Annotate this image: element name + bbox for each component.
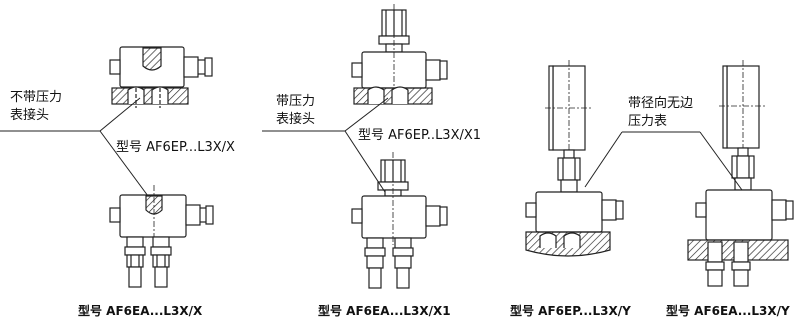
caption-ea-y: 型号 AF6EA...L3X/Y <box>666 304 790 318</box>
callout-radial-gauge-line2: 压力表 <box>628 114 668 129</box>
model-label-ep-x: 型号 AF6EP...L3X/X <box>116 140 235 155</box>
caption-ep-y: 型号 AF6EP...L3X/Y <box>510 304 631 318</box>
leader-lines <box>0 97 743 197</box>
fitting-ea-y <box>687 60 794 287</box>
fitting-ea-x-bottom <box>109 185 214 288</box>
callout-radial-gauge-line1: 带径向无边 <box>628 96 694 111</box>
callout-with-gauge-line2: 表接头 <box>276 112 316 127</box>
callout-no-gauge-line2: 表接头 <box>10 108 50 123</box>
callout-no-gauge-line1: 不带压力 <box>10 90 63 105</box>
caption-ea-x: 型号 AF6EA...L3X/X <box>78 304 203 318</box>
fitting-ep-x1-top <box>351 4 448 105</box>
caption-ea-x1: 型号 AF6EA...L3X/X1 <box>318 304 451 318</box>
callout-with-gauge-line1: 带压力 <box>276 94 316 109</box>
model-label-ep-x1: 型号 AF6EP..L3X/X1 <box>358 128 482 143</box>
fitting-ep-x-top <box>109 46 213 108</box>
fitting-ep-y <box>525 60 624 257</box>
fitting-ea-x1-bottom <box>351 152 448 289</box>
